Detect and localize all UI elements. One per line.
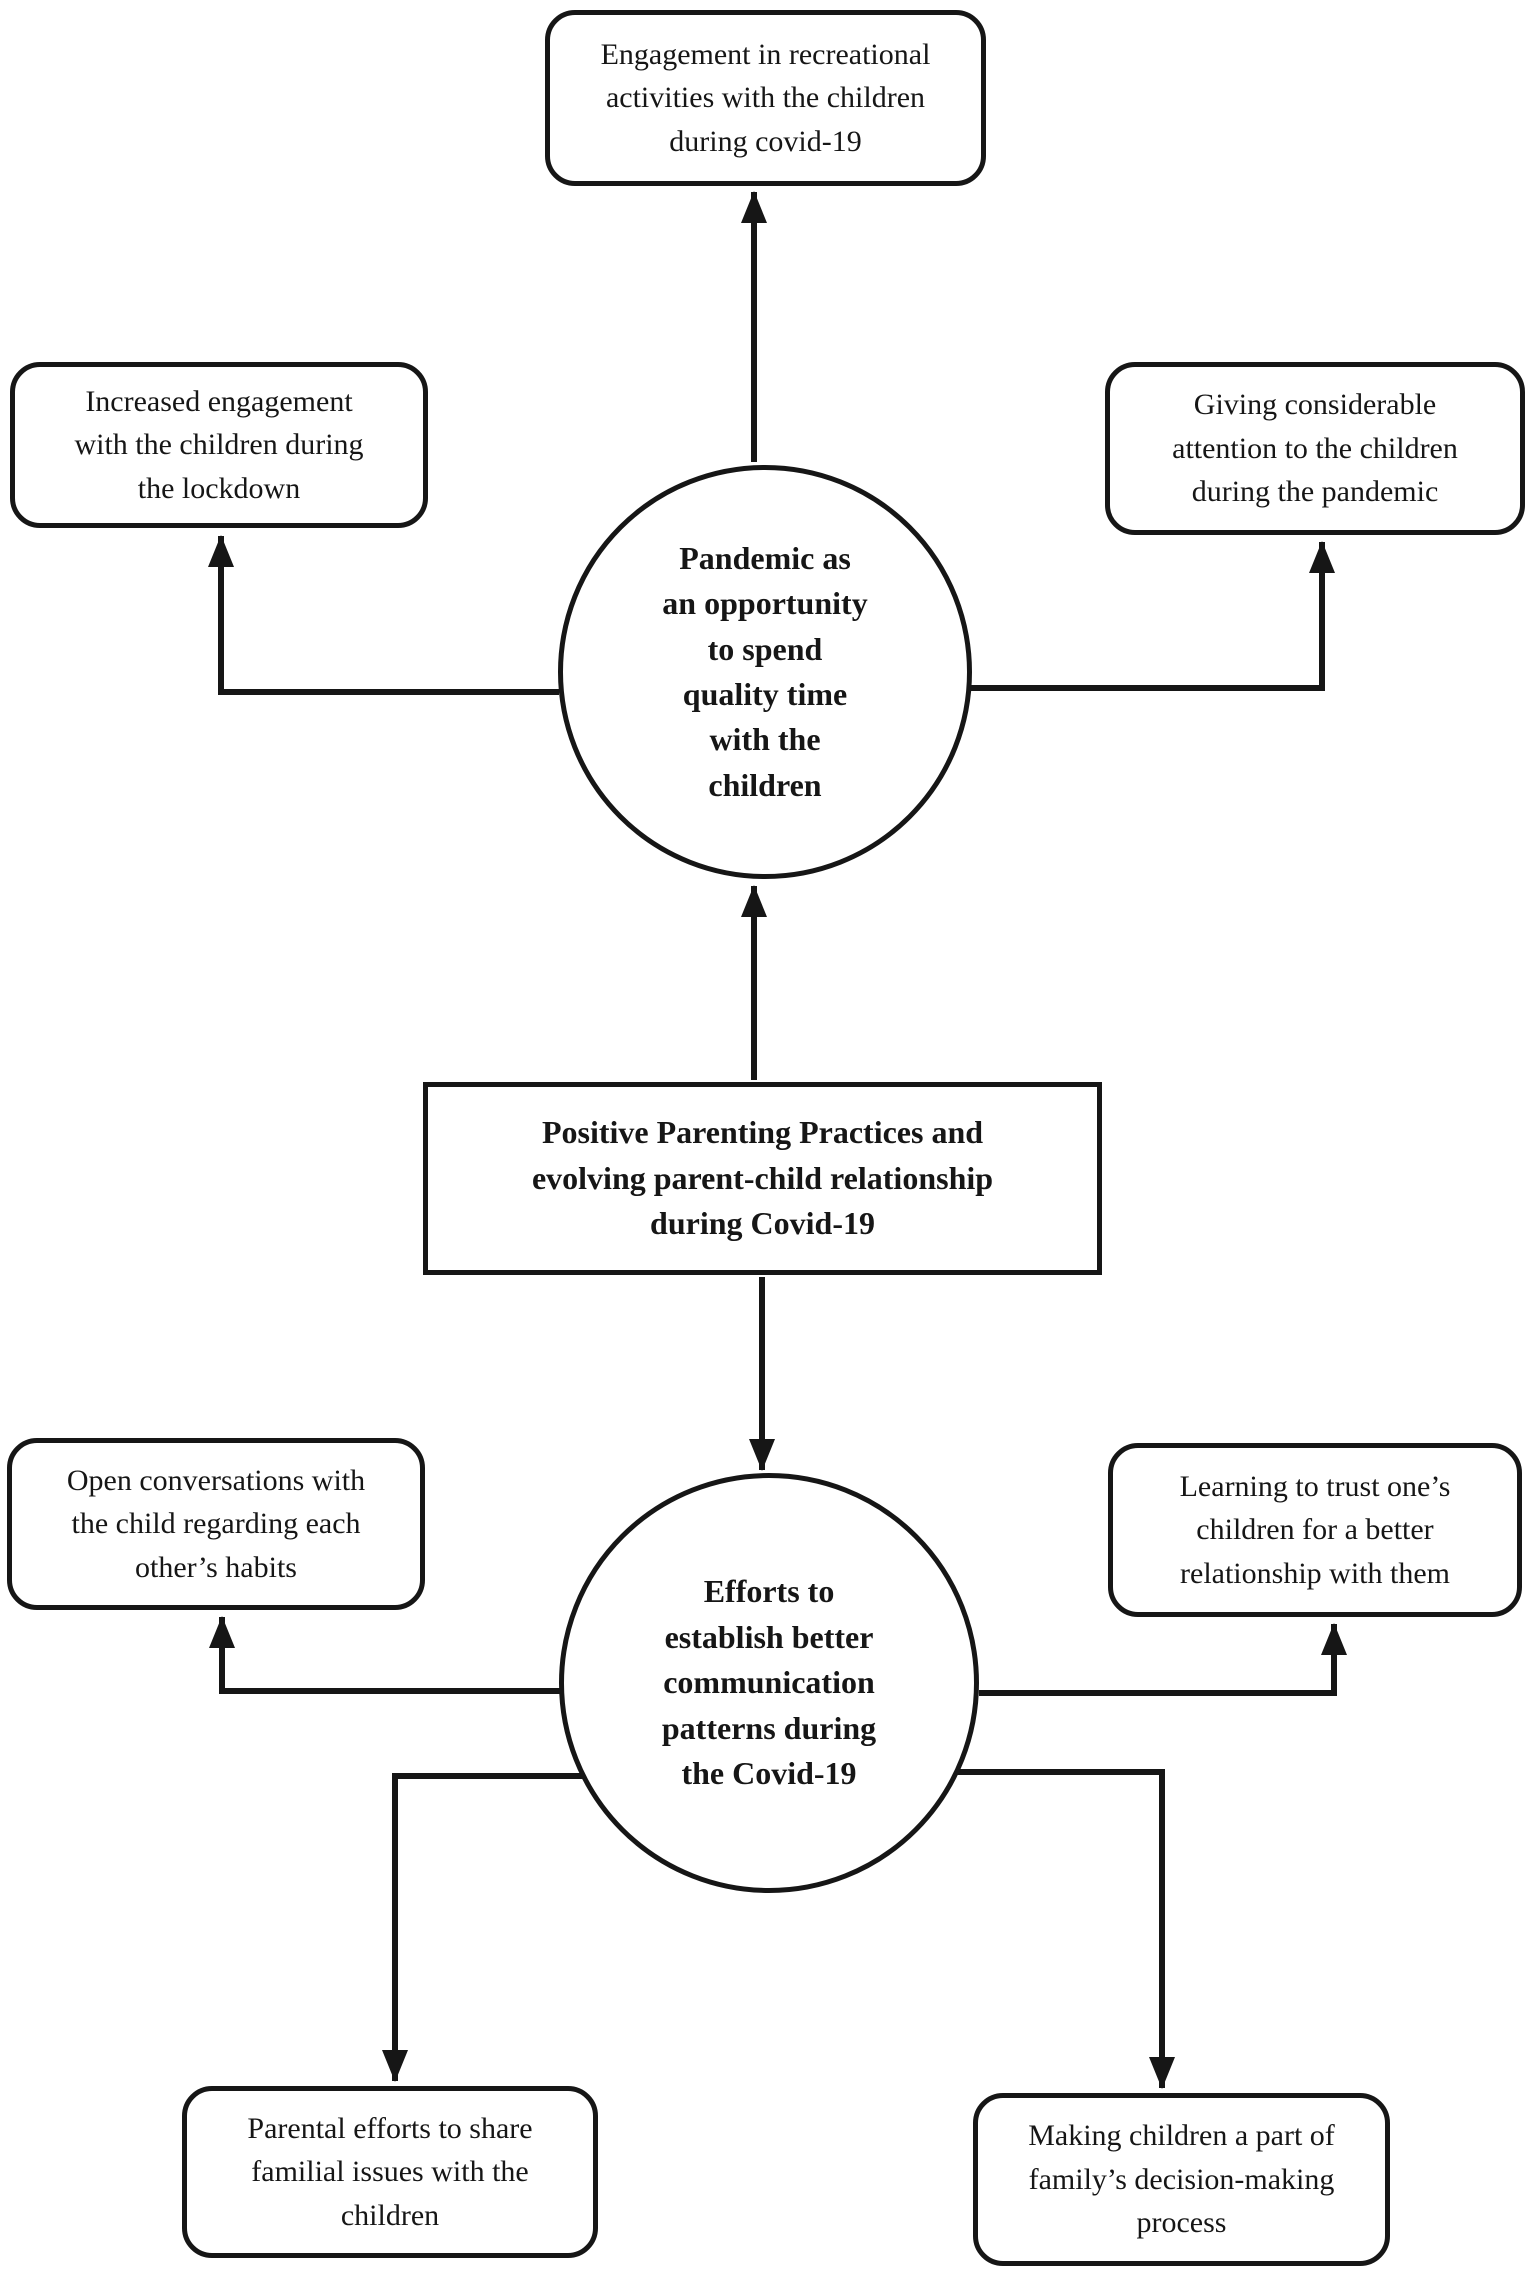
node-engagement-recreational: Engagement in recreational activities wi… — [545, 10, 986, 186]
node-engagement-recreational-label: Engagement in recreational activities wi… — [600, 37, 931, 158]
node-positive-parenting-label: Positive Parenting Practices and evolvin… — [531, 1114, 994, 1242]
node-positive-parenting: Positive Parenting Practices and evolvin… — [423, 1082, 1102, 1275]
node-increased-engagement-label: Increased engagement with the children d… — [74, 384, 364, 505]
node-communication-efforts: Efforts to establish better communicatio… — [559, 1473, 979, 1893]
node-open-conversations-label: Open conversations with the child regard… — [66, 1463, 366, 1584]
node-learning-trust-label: Learning to trust one’s children for a b… — [1179, 1469, 1451, 1590]
node-pandemic-opportunity-label: Pandemic as an opportunity to spend qual… — [662, 539, 868, 803]
arrow-lowercircle-to-trustbox — [979, 1623, 1347, 1696]
node-open-conversations: Open conversations with the child regard… — [7, 1438, 425, 1610]
arrow-topcircle-to-leftbox — [208, 535, 559, 695]
arrow-lowercircle-to-parentalbox — [382, 1773, 583, 2082]
node-parental-efforts: Parental efforts to share familial issue… — [182, 2086, 598, 2258]
node-increased-engagement: Increased engagement with the children d… — [10, 362, 428, 528]
arrow-lowercircle-to-makingbox — [953, 1769, 1175, 2089]
node-giving-attention-label: Giving considerable attention to the chi… — [1172, 388, 1458, 509]
node-parental-efforts-label: Parental efforts to share familial issue… — [247, 2111, 533, 2232]
node-communication-efforts-label: Efforts to establish better communicatio… — [661, 1573, 877, 1792]
node-giving-attention: Giving considerable attention to the chi… — [1105, 362, 1525, 535]
node-pandemic-opportunity: Pandemic as an opportunity to spend qual… — [558, 465, 972, 879]
arrow-topcircle-to-rightbox — [971, 541, 1335, 691]
node-making-children-part-label: Making children a part of family’s decis… — [1028, 2119, 1335, 2240]
node-making-children-part: Making children a part of family’s decis… — [973, 2093, 1390, 2266]
node-learning-trust: Learning to trust one’s children for a b… — [1108, 1443, 1522, 1617]
arrow-lowercircle-to-openbox — [209, 1616, 562, 1694]
